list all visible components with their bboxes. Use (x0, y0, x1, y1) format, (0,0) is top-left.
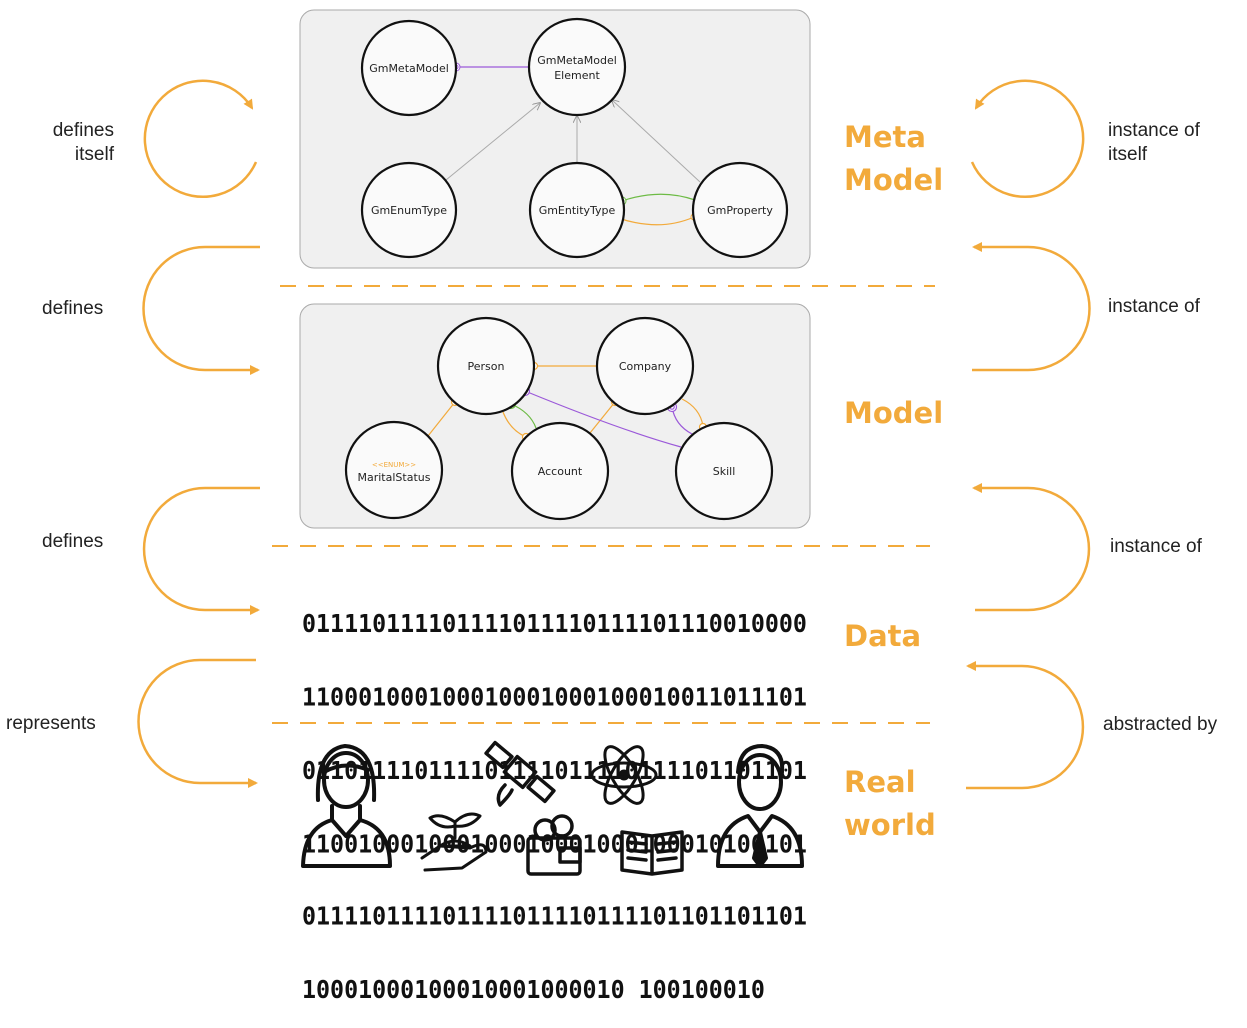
node-person[interactable]: Person (436, 316, 536, 416)
stereotype-label: <<ENUM>> (372, 461, 416, 469)
binary-row: 011011110111101111011110111101101101 (302, 755, 807, 786)
binary-row: 011110111101111011110111101101101101 (302, 902, 807, 932)
plant-in-hand-icon (420, 812, 488, 872)
node-label: Company (619, 360, 672, 373)
node-company[interactable]: Company (595, 316, 695, 416)
represents-arrow (137, 658, 258, 788)
label-defines-data: defines (42, 531, 104, 552)
left-arrows (137, 79, 260, 788)
book-icon (620, 830, 684, 876)
label-abstracted-by: abstracted by (1103, 714, 1218, 735)
node-label: Account (538, 465, 583, 478)
label-defines-model: defines (42, 298, 104, 319)
node-label: GmMetaModel (537, 54, 617, 67)
label-represents: represents (6, 713, 96, 734)
binary-row: 110010001000100010001000100010100101 (302, 829, 807, 859)
layer-separators (272, 285, 935, 724)
node-label: Element (554, 69, 600, 82)
node-label: Person (468, 360, 505, 373)
node-label: GmEnumType (371, 204, 447, 217)
binary-row: 011110111101111011110111101110010000 (302, 609, 807, 639)
binary-data-block: 011110111101111011110111101110010000 110… (302, 564, 812, 1028)
binary-row: 10001000100010001000010 100100010 (302, 975, 765, 1005)
node-label: GmProperty (707, 204, 773, 217)
node-gmmetamodel[interactable]: GmMetaModel (360, 19, 458, 117)
node-account[interactable]: Account (510, 421, 610, 521)
node-label: GmEntityType (539, 204, 616, 217)
self-loop-arrow-right (970, 79, 1085, 199)
businessman-icon (716, 744, 804, 868)
abstracted-by-arrow (966, 661, 1085, 790)
label-instance-of-1: instance of (1108, 296, 1200, 317)
node-maritalstatus[interactable]: <<ENUM>> MaritalStatus (344, 420, 444, 520)
atom-icon (590, 745, 658, 805)
wallet-coins-icon (526, 814, 582, 876)
defines-arrow-1 (142, 245, 260, 375)
binary-row: 110001000100010001000100010011011101 (302, 682, 807, 712)
self-loop-arrow-left (143, 79, 258, 199)
layer-title-model: Model (844, 396, 944, 430)
label-instance-of-2: instance of (1110, 536, 1202, 557)
layer-title-data: Data (844, 619, 922, 653)
node-gmentitytype[interactable]: GmEntityType (528, 161, 626, 259)
satellite-icon (484, 740, 556, 807)
node-label: GmMetaModel (369, 62, 449, 75)
node-gmproperty[interactable]: GmProperty (691, 161, 789, 259)
instance-of-arrow-2 (972, 483, 1091, 612)
right-arrows (966, 79, 1091, 790)
node-gmenumtype[interactable]: GmEnumType (360, 161, 458, 259)
node-label: Skill (713, 465, 736, 478)
woman-icon (301, 744, 392, 868)
instance-of-arrow-1 (972, 242, 1091, 372)
node-label: MaritalStatus (358, 471, 431, 484)
node-skill[interactable]: Skill (674, 421, 774, 521)
defines-arrow-2 (142, 486, 260, 615)
